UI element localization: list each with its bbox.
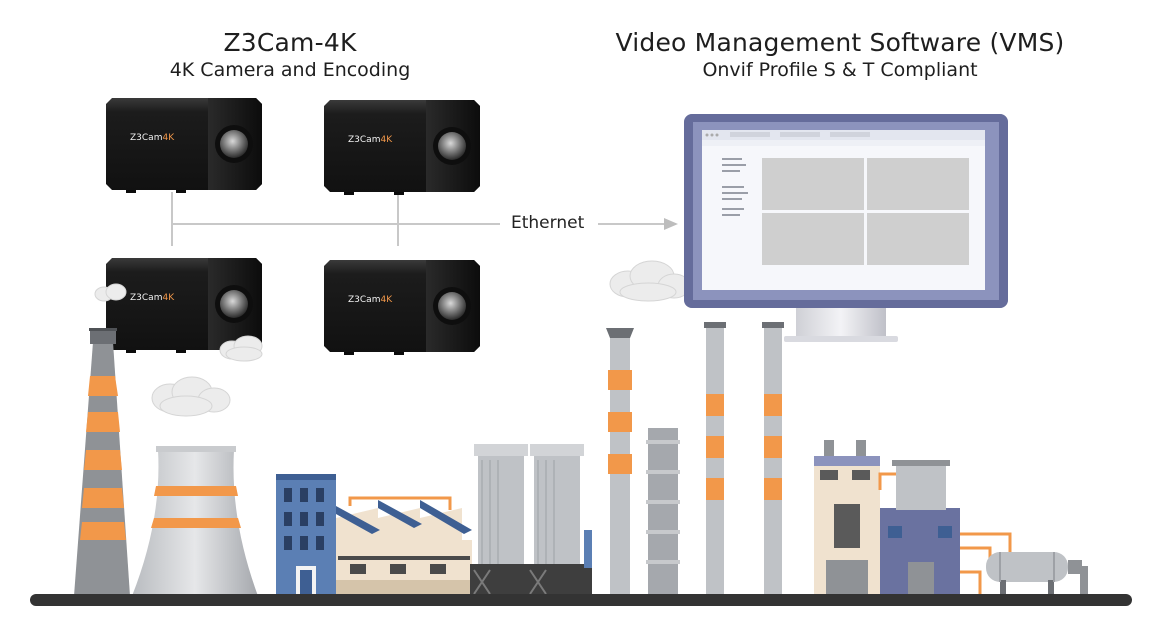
processing-plant [814,440,1012,596]
ethernet-arrow-icon [664,218,678,230]
camera-2: Z3Cam4K [324,100,480,195]
camera-brand-label: Z3Cam4K [130,293,175,303]
vms-monitor [684,114,1008,342]
camera-1: Z3Cam4K [106,98,262,193]
office-building [276,474,336,596]
camera-brand-label: Z3Cam4K [130,133,175,143]
camera-3: Z3Cam4K [106,258,262,353]
ribbed-tower [646,428,680,596]
vms-heading: Video Management Software (VMS) Onvif Pr… [560,28,1120,81]
striped-stack [606,328,634,596]
ethernet-label: Ethernet [505,213,591,233]
sawtooth-factory [336,496,472,596]
smoke-clouds [94,260,691,417]
ground-line [30,594,1132,606]
cooling-tower [132,446,258,596]
camera-subtitle: 4K Camera and Encoding [169,59,411,81]
industrial-scene [30,322,1132,606]
vms-subtitle: Onvif Profile S & T Compliant [702,59,978,81]
twin-chimneys [704,322,784,596]
camera-brand-label: Z3Cam4K [348,295,393,305]
vms-title: Video Management Software (VMS) [615,28,1065,57]
horizontal-tank [986,552,1088,596]
ethernet-lines [171,192,668,246]
twin-silos [470,444,592,596]
camera-title: Z3Cam-4K [223,28,357,57]
camera-4: Z3Cam4K [324,260,480,355]
left-chimney [74,328,130,596]
camera-group-heading: Z3Cam-4K 4K Camera and Encoding [90,28,490,81]
camera-brand-label: Z3Cam4K [348,135,393,145]
